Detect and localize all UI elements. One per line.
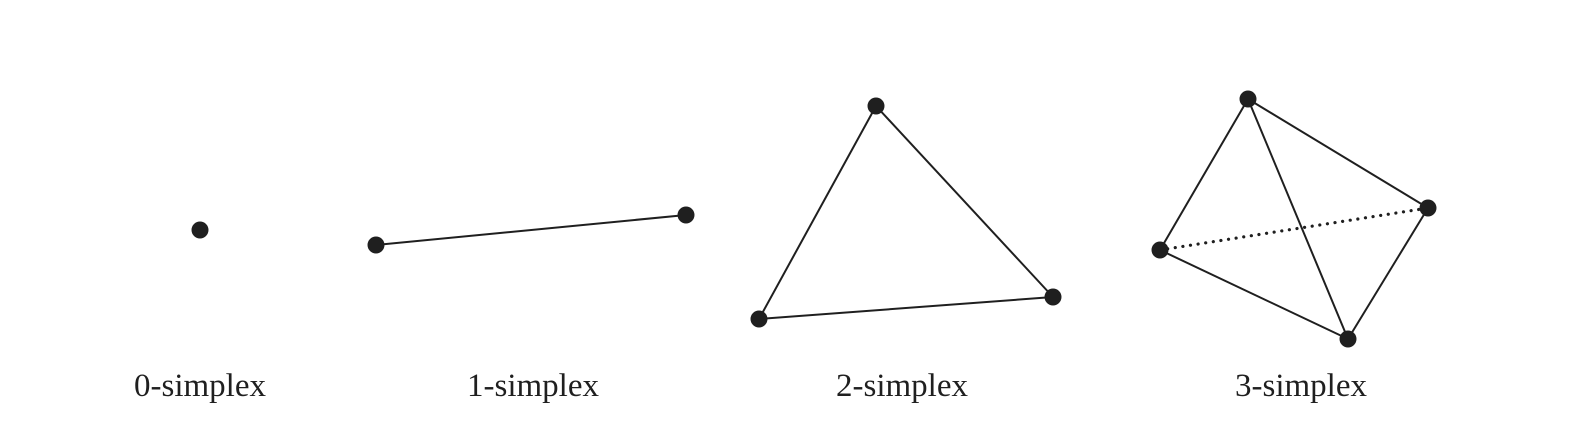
simplex-3-vertex-right — [1419, 199, 1437, 217]
simplex-2-edge-right — [875, 105, 1054, 298]
simplex-2: 2-simplex — [750, 97, 1062, 404]
simplex-3-hidden-edge — [1158, 206, 1430, 252]
simplex-3-label: 3-simplex — [1235, 368, 1367, 404]
simplex-3-edge-left-bottom — [1159, 249, 1349, 340]
simplex-3: 3-simplex — [1151, 90, 1437, 404]
simplex-3-edge-top-right — [1247, 98, 1429, 209]
simplex-1-vertex-b — [677, 206, 695, 224]
simplex-2-vertex-top — [867, 97, 885, 115]
simplex-3-vertex-top — [1239, 90, 1257, 108]
simplex-1-edge — [375, 214, 687, 246]
simplex-2-edge-bottom — [758, 296, 1054, 320]
simplex-0-label: 0-simplex — [134, 368, 266, 404]
simplex-3-vertex-bottom — [1339, 330, 1357, 348]
simplex-3-edge-top-bottom — [1247, 98, 1349, 340]
simplex-2-vertex-right — [1044, 288, 1062, 306]
simplex-2-label: 2-simplex — [836, 368, 968, 404]
simplex-2-vertex-left — [750, 310, 768, 328]
simplex-3-edge-top-left — [1159, 98, 1249, 251]
simplex-1-vertex-a — [367, 236, 385, 254]
simplex-0: 0-simplex — [134, 221, 266, 404]
simplex-0-vertex — [191, 221, 209, 239]
simplex-1: 1-simplex — [367, 206, 695, 404]
simplex-3-vertex-left — [1151, 241, 1169, 259]
simplex-3-edge-right-bottom — [1347, 207, 1429, 340]
simplex-1-label: 1-simplex — [467, 368, 599, 404]
simplex-2-edge-left — [758, 105, 877, 320]
